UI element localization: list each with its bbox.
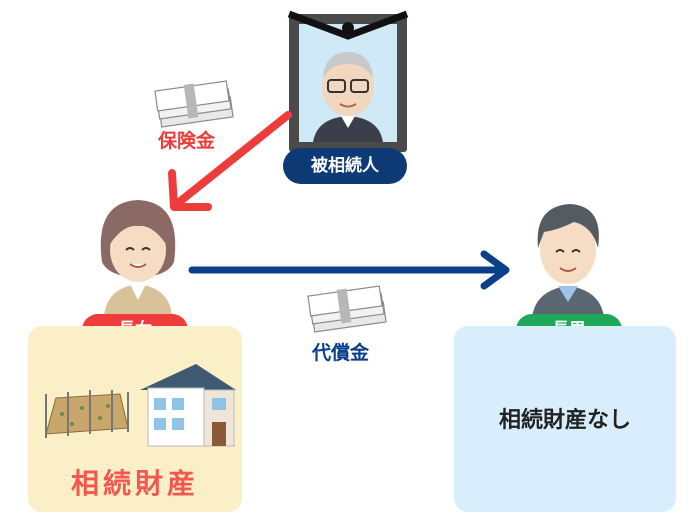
deceased-label: 被相続人 <box>311 156 379 176</box>
money-stack-icon <box>307 285 387 333</box>
land-icon <box>45 390 129 438</box>
money-stack-icon <box>154 80 234 128</box>
son-estate-label: 相続財産なし <box>498 408 631 433</box>
son-figure <box>532 204 604 317</box>
insurance-label: 保険金 <box>158 130 216 152</box>
insurance-arrow <box>168 111 292 211</box>
house-icon <box>140 364 236 447</box>
daughter-figure <box>100 200 176 317</box>
deceased-portrait <box>287 10 409 152</box>
compensation-label: 代償金 <box>312 342 370 364</box>
son-estate-box <box>454 326 676 512</box>
daughter-estate-label: 相続財産 <box>70 467 199 500</box>
compensation-arrow <box>188 250 510 290</box>
deceased-pill: 被相続人 <box>283 148 407 184</box>
